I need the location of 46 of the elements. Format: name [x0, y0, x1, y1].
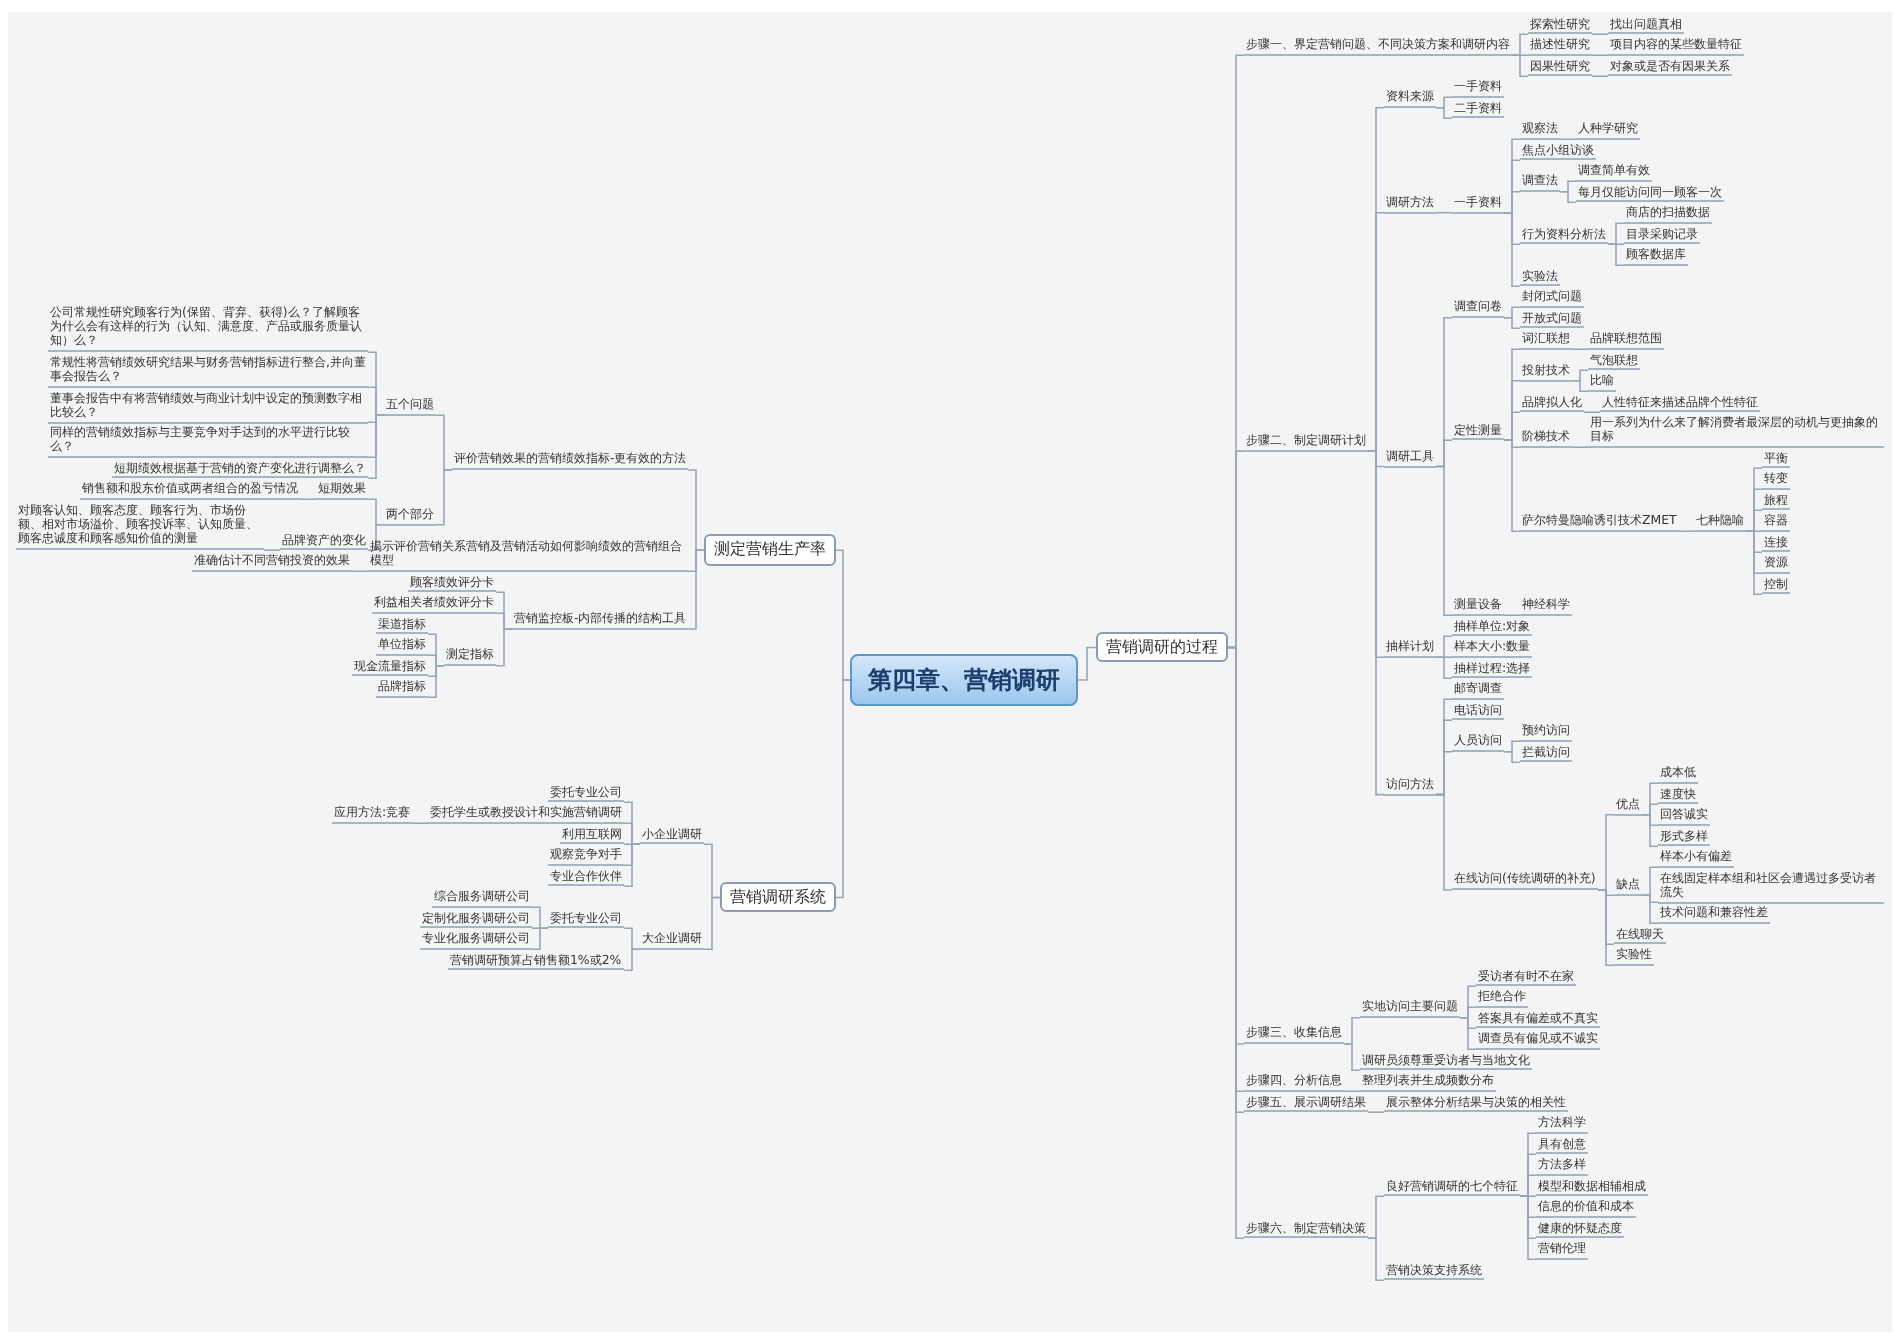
connector-line [1511, 54, 1529, 77]
connector-line [1459, 1016, 1477, 1050]
connector-line [1435, 211, 1453, 214]
connector-line [531, 927, 549, 950]
connector-line [1641, 813, 1659, 847]
connector-line [1343, 1090, 1361, 1092]
connector-line [1591, 75, 1609, 77]
connector-line [1367, 1111, 1385, 1113]
connector-line [411, 822, 429, 824]
central-topic-box: 第四章、营销调研 [850, 654, 1078, 707]
connector-line [1607, 243, 1625, 266]
connector-line [1503, 316, 1521, 329]
connector-line [1591, 33, 1609, 35]
connector-line [299, 498, 317, 500]
connector-line [1435, 656, 1453, 679]
connector-line [1571, 379, 1589, 392]
connector-line [1559, 138, 1577, 140]
connector-line [1503, 750, 1521, 763]
connector-line [263, 549, 281, 551]
connector-line [1435, 465, 1453, 616]
connector-line [435, 469, 453, 526]
connector-line [1503, 614, 1521, 616]
connector-line [367, 523, 385, 551]
connector-line [1641, 894, 1659, 924]
connector-line [1559, 190, 1577, 203]
connector-line [1367, 1237, 1385, 1281]
connector-line [1583, 411, 1601, 413]
connector-line [1503, 439, 1521, 532]
connector-line [1677, 530, 1695, 532]
connector-line [1343, 1043, 1361, 1071]
connector-line [1077, 646, 1097, 681]
connector-line [1571, 446, 1589, 448]
connector-line [1571, 348, 1589, 350]
connector-line [1591, 54, 1609, 56]
branch-topic-box: 测定营销生产率 [704, 534, 836, 566]
branch-topic-box: 营销调研的过程 [1096, 631, 1228, 663]
branch-topic-box: 营销调研系统 [720, 881, 836, 913]
connector-line [835, 679, 851, 899]
connector-line [623, 948, 641, 971]
connector-line [427, 664, 445, 698]
connector-line [1435, 793, 1453, 891]
connector-line [1367, 450, 1385, 796]
connector-line [1435, 106, 1453, 119]
connector-line [687, 549, 705, 630]
connector-line [703, 896, 721, 950]
connector-line [351, 570, 369, 572]
